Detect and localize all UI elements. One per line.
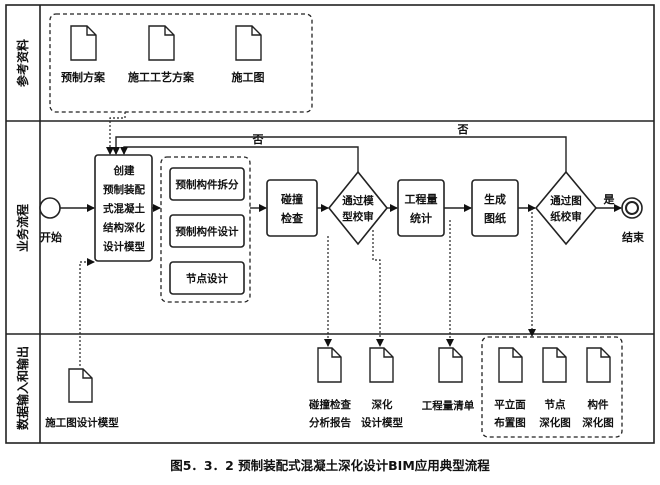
reference-docs-group (49, 13, 313, 113)
doc-icon-deep-model (369, 347, 394, 383)
doc-label-quantity-list: 工程量清单 (422, 399, 475, 412)
clash-check-line-2: 检查 (281, 211, 303, 225)
drawing-review-line-2: 纸校审 (550, 210, 582, 223)
gen-drawing-line-2: 图纸 (484, 211, 506, 225)
drawing-review-no-loop (112, 136, 567, 172)
lane-label-data-io: 数据输入和输出 (15, 346, 30, 430)
lane-label-reference: 参考资料 (15, 39, 30, 87)
quantity-box (397, 179, 445, 237)
drawing-review-no-label: 否 (457, 123, 469, 136)
doc-label-component-deep-2: 深化图 (582, 416, 614, 429)
output-docs-group (481, 336, 623, 438)
doc-label-component-deep-1: 构件 (588, 398, 609, 411)
doc-icon-construction-plan (148, 25, 175, 61)
end-label: 结束 (621, 230, 645, 244)
model-review-no-label: 否 (252, 133, 264, 146)
drawing-review-yes-label: 是 (603, 193, 616, 206)
subtask-split-label: 预制构件拆分 (176, 178, 239, 191)
doc-label-construction-plan: 施工工艺方案 (128, 70, 195, 84)
clash-check-line-1: 碰撞 (281, 192, 303, 206)
clash-check-box (266, 179, 318, 237)
end-node-inner (625, 201, 639, 215)
doc-icon-node-deep (542, 347, 567, 383)
doc-label-plan-layout-1: 平立面 (494, 398, 526, 411)
doc-label-node-deep-2: 深化图 (539, 416, 571, 429)
create-model-line-1: 创建 (113, 164, 135, 177)
model-review-line-2: 型校审 (342, 210, 374, 223)
doc-icon-construction-model (68, 368, 93, 403)
doc-icon-component-deep (586, 347, 611, 383)
subtask-group (160, 156, 251, 303)
quantity-line-1: 工程量 (405, 192, 438, 206)
start-node (39, 197, 61, 219)
subtask-design-label: 预制构件设计 (176, 225, 239, 238)
doc-label-node-deep-1: 节点 (545, 398, 566, 411)
doc-label-plan-layout-2: 布置图 (494, 416, 526, 429)
doc-label-construction-model: 施工图设计模型 (45, 416, 119, 429)
model-review-line-1: 通过模 (342, 194, 374, 207)
subtask-node-label: 节点设计 (186, 272, 228, 285)
doc-label-deep-model-1: 深化 (372, 398, 393, 411)
gen-drawing-box (471, 179, 519, 237)
deep-model-connector (372, 230, 384, 347)
quantity-line-2: 统计 (410, 211, 432, 225)
subtask-split-box (169, 167, 245, 201)
model-review-diamond (327, 170, 389, 246)
create-model-line-5: 设计模型 (103, 240, 145, 253)
swimlane-frame (5, 4, 655, 444)
drawing-review-line-1: 通过图 (550, 194, 582, 207)
figure-caption: 图5．3．2 预制装配式混凝土深化设计BIM应用典型流程 (170, 458, 490, 473)
subtask-design-box (169, 214, 245, 248)
doc-icon-precast-plan (70, 25, 97, 61)
drawing-review-diamond (534, 170, 598, 246)
create-model-line-2: 预制装配 (103, 183, 145, 196)
start-label: 开始 (40, 230, 62, 244)
doc-icon-clash-report (317, 347, 342, 383)
doc-label-construction-drawing: 施工图 (232, 70, 265, 84)
lane-label-business: 业务流程 (15, 204, 30, 252)
doc-label-clash-report-2: 分析报告 (309, 416, 351, 429)
doc-icon-quantity-list (438, 347, 463, 383)
subtask-node-box (169, 261, 245, 295)
doc-icon-plan-layout (498, 347, 523, 383)
ref-to-model-connector (106, 112, 126, 155)
model-review-no-loop (120, 146, 359, 172)
doc-label-clash-report-1: 碰撞检查 (309, 398, 351, 411)
create-model-text: 创建 预制装配 式混凝土 结构深化 设计模型 (103, 164, 145, 253)
doc-label-precast-plan: 预制方案 (61, 70, 106, 84)
doc-icon-construction-drawing (235, 25, 262, 61)
doc-label-deep-model-2: 设计模型 (361, 416, 403, 429)
create-model-line-4: 结构深化 (103, 221, 145, 234)
create-model-line-3: 式混凝土 (103, 202, 145, 215)
gen-drawing-line-1: 生成 (484, 192, 506, 206)
